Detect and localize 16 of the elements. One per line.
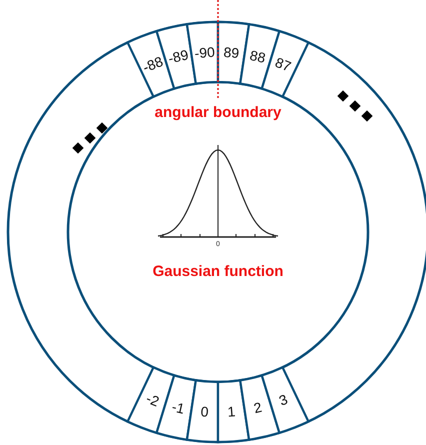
bin-number: 1 xyxy=(226,403,236,420)
bin-number: -88 xyxy=(140,53,166,76)
bin-number: 89 xyxy=(222,44,240,62)
bin-number: 87 xyxy=(273,54,294,75)
angle-bin-cell xyxy=(239,374,280,441)
boundary-caption: angular boundary xyxy=(154,105,282,120)
function-caption: Gaussian function xyxy=(152,264,284,279)
bin-number: -89 xyxy=(166,46,190,66)
bin-number: -90 xyxy=(194,44,216,62)
bin-number: 2 xyxy=(252,398,264,416)
bin-number: -1 xyxy=(170,398,186,417)
angle-bin-cell xyxy=(260,366,310,434)
bin-number: -2 xyxy=(144,390,162,410)
bin-number: 3 xyxy=(276,390,290,409)
bin-number: 0 xyxy=(200,403,210,420)
bin-number: 88 xyxy=(248,46,268,66)
